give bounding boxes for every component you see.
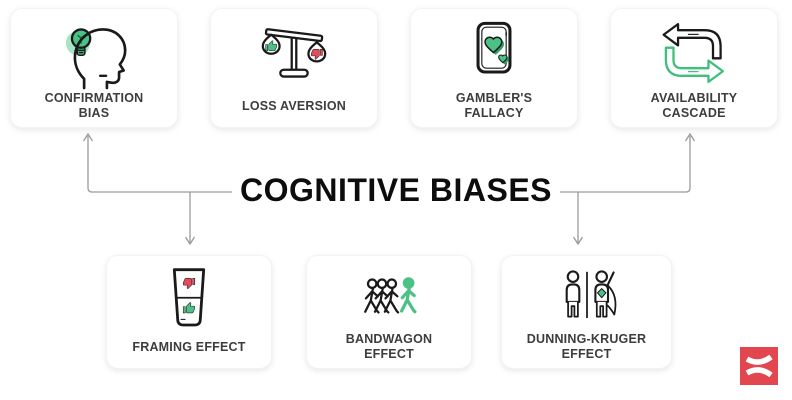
card-label: CONFIRMATION BIAS [44, 91, 144, 120]
cycle-arrows-icon [656, 15, 732, 91]
card-label: LOSS AVERSION [241, 98, 346, 113]
person-vs-superhero-icon [549, 262, 625, 332]
card-dunning-kruger-effect: DUNNING-KRUGER EFFECT [501, 255, 672, 369]
playing-card-hearts-icon [456, 15, 532, 91]
card-label: BANDWAGON EFFECT [345, 332, 433, 361]
diagram-title: COGNITIVE BIASES [239, 172, 553, 208]
card-loss-aversion: LOSS AVERSION [210, 8, 378, 128]
card-availability-cascade: AVAILABILITY CASCADE [610, 8, 778, 128]
head-lightbulb-icon [56, 15, 132, 91]
card-label: AVAILABILITY CASCADE [650, 91, 738, 120]
card-framing-effect: FRAMING EFFECT [106, 255, 272, 369]
walking-crowd-icon [354, 262, 424, 332]
card-bandwagon-effect: BANDWAGON EFFECT [306, 255, 472, 369]
card-gamblers-fallacy: GAMBLER'S FALLACY [410, 8, 578, 128]
glass-half-thumbs-icon [154, 262, 224, 332]
card-label: FRAMING EFFECT [132, 339, 246, 354]
card-label: GAMBLER'S FALLACY [455, 91, 533, 120]
card-confirmation-bias: CONFIRMATION BIAS [10, 8, 178, 128]
card-label: DUNNING-KRUGER EFFECT [526, 332, 647, 361]
xm-logo [740, 347, 778, 385]
balance-scale-icon [256, 15, 332, 91]
